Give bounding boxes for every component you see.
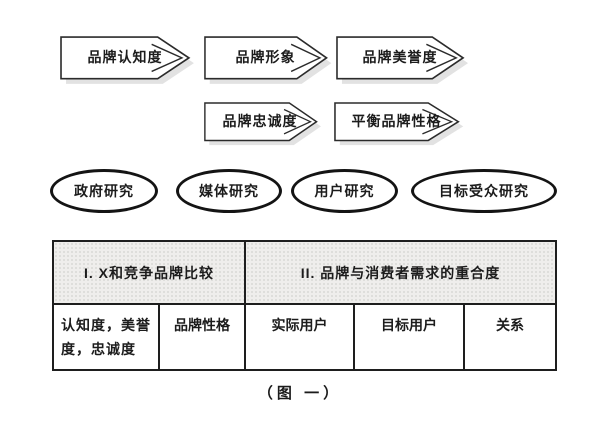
table-cell-actual-users: 实际用户 <box>244 303 356 371</box>
arrow-pentagon-shape <box>336 36 469 84</box>
table-header-row: I. X和竞争品牌比较 II. 品牌与消费者需求的重合度 <box>51 240 558 305</box>
table-body-row: 认知度，美誉度，忠诚度 品牌性格 实际用户 目标用户 关系 <box>52 303 558 371</box>
arrow-brand-loyalty: 品牌忠诚度 <box>204 102 328 147</box>
arrow-label: 品牌忠诚度 <box>222 112 298 129</box>
arrow-brand-image: 品牌形象 <box>204 36 339 86</box>
arrow-chevron-icon <box>426 43 458 73</box>
ellipse-target-audience-research: 目标受众研究 <box>411 169 557 213</box>
arrow-chevron-icon <box>151 43 184 73</box>
arrow-label: 品牌形象 <box>235 49 296 65</box>
arrow-label: 品牌美誉度 <box>362 49 438 65</box>
arrow-chevron-icon <box>422 108 454 135</box>
arrow-pentagon-shape <box>204 36 332 84</box>
table-cell-metrics: 认知度，美誉度，忠诚度 <box>52 303 160 371</box>
ellipse-label: 用户研究 <box>314 183 375 199</box>
ellipse-media-research: 媒体研究 <box>176 169 282 213</box>
table-header-cell-overlap: II. 品牌与消费者需求的重合度 <box>244 240 558 305</box>
arrow-label: 品牌认知度 <box>87 49 163 65</box>
arrow-brand-awareness: 品牌认知度 <box>60 36 202 86</box>
table-cell-brand-personality: 品牌性格 <box>157 303 247 371</box>
ellipse-government-research: 政府研究 <box>50 169 158 213</box>
arrow-balanced-brand-personality: 平衡品牌性格 <box>334 102 471 147</box>
arrow-chevron-icon <box>283 108 312 135</box>
arrow-chevron-icon <box>290 43 322 73</box>
table-cell-relationship: 关系 <box>463 303 558 371</box>
ellipse-label: 目标受众研究 <box>439 183 529 199</box>
table-header-cell-comparison: I. X和竞争品牌比较 <box>51 240 247 305</box>
arrow-pentagon-shape <box>334 102 464 146</box>
ellipse-label: 媒体研究 <box>199 183 259 199</box>
arrow-brand-reputation: 品牌美誉度 <box>336 36 476 86</box>
arrow-pentagon-shape <box>60 36 194 84</box>
arrow-pentagon-shape <box>204 102 321 146</box>
comparison-table: I. X和竞争品牌比较 II. 品牌与消费者需求的重合度 认知度，美誉度，忠诚度… <box>51 240 558 371</box>
ellipse-user-research: 用户研究 <box>291 169 398 213</box>
arrow-label: 平衡品牌性格 <box>351 112 442 129</box>
ellipse-label: 政府研究 <box>74 183 134 199</box>
table-cell-target-users: 目标用户 <box>353 303 466 371</box>
figure-caption: （图 一） <box>257 385 343 402</box>
